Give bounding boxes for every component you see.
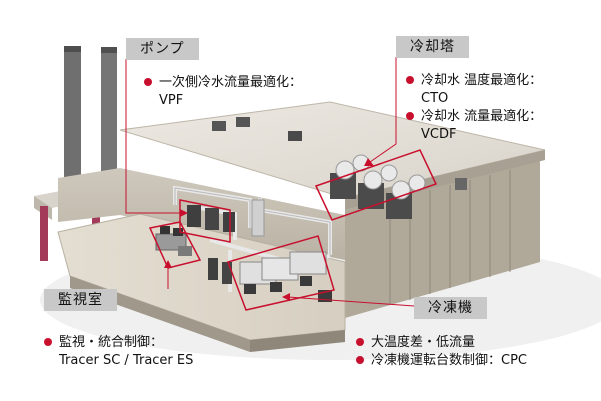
monitoring-room-label: 監視室 [44, 289, 117, 311]
cooling-tower-leader [369, 57, 397, 163]
front-wall-side [250, 330, 345, 352]
cooling-tower-item-text: 冷却水 流量最適化： [421, 109, 543, 124]
pump-description: 一次側冷水流量最適化： VPF [144, 74, 302, 110]
leader-lines [125, 57, 415, 307]
cooling-tower-label: 冷却塔 [396, 36, 469, 58]
bullet-icon [406, 75, 414, 84]
bullet-icon [406, 111, 414, 120]
pump-label: ポンプ [126, 38, 199, 60]
bullet-icon [356, 337, 364, 346]
monitoring-room-description: 監視・統合制御： Tracer SC / Tracer ES [44, 334, 193, 370]
chimneys [64, 46, 117, 186]
chiller-units [239, 251, 332, 302]
bullet-icon [356, 355, 364, 364]
bullet-icon [144, 77, 152, 86]
pump-item-text: 一次側冷水流量最適化： [159, 75, 303, 90]
chiller-frame [227, 235, 335, 311]
chiller-item-text: 冷凍機運転台数制御：CPC [371, 353, 527, 368]
roof-vents [212, 117, 467, 190]
pump-leader [125, 59, 180, 214]
monitoring-room-item-text: 監視・統合制御： [59, 335, 164, 350]
interior-back-wall [58, 168, 345, 260]
pump-equipment [187, 205, 235, 284]
monitoring-room-item-code: Tracer SC / Tracer ES [59, 353, 194, 368]
monitoring-room-frame [148, 221, 202, 269]
cooling-tower-frame [314, 149, 438, 221]
highlight-frames [148, 149, 438, 311]
cooling-tower-item-code: VCDF [421, 127, 457, 142]
chiller-description: 大温度差・低流量 冷凍機運転台数制御：CPC [356, 334, 527, 370]
storage-tank [251, 199, 265, 237]
chiller-leader [287, 296, 415, 307]
chiller-item-text: 大温度差・低流量 [371, 335, 476, 350]
cooling-tower-item-text: 冷却水 温度最適化： [421, 73, 543, 88]
bullet-icon [44, 337, 52, 346]
pump-item-code: VPF [159, 93, 184, 108]
chiller-label: 冷凍機 [414, 297, 487, 319]
cooling-tower-item-code: CTO [421, 91, 449, 106]
leader-arrowheads [164, 158, 374, 301]
cooling-tower-description: 冷却水 温度最適化： CTO 冷却水 流量最適化： VCDF [406, 72, 542, 144]
